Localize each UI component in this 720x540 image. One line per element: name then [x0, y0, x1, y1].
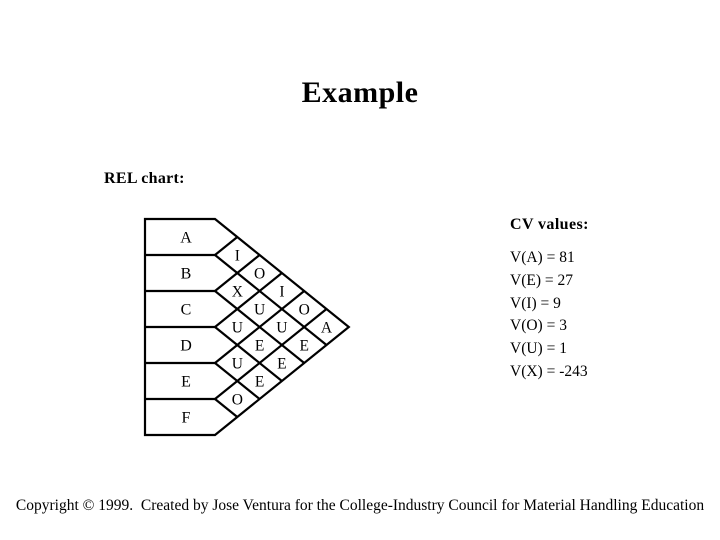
rel-value-a-d: I: [279, 284, 284, 301]
cv-value-item-5: V(X) = -243: [510, 362, 588, 380]
department-label-e: E: [181, 374, 191, 391]
department-label-f: F: [182, 410, 191, 427]
rel-value-d-e: U: [232, 356, 243, 373]
department-label-c: C: [181, 302, 192, 319]
lattice-diagonal-up: [214, 236, 238, 256]
cv-value-item-4: V(U) = 1: [510, 340, 567, 358]
cv-values-list: V(A) = 81 V(E) = 27 V(I) = 9 V(O) = 3 V(U) =…: [510, 247, 589, 384]
rel-value-b-e: U: [276, 320, 287, 337]
rel-value-c-d: U: [232, 320, 243, 337]
rel-value-a-f: A: [321, 320, 333, 337]
cv-value-item-3: V(O) = 3: [510, 317, 567, 335]
rel-value-b-c: X: [232, 284, 243, 301]
department-label-b: B: [181, 266, 192, 283]
lattice-diagonal-up: [214, 308, 328, 400]
lattice-diagonal-down: [214, 254, 328, 346]
lattice-diagonal-up: [214, 254, 261, 292]
rel-chart-heading: REL chart:: [104, 170, 185, 187]
cv-values-heading: CV values:: [510, 216, 589, 233]
rel-value-e-f: O: [232, 392, 243, 409]
rel-value-a-b: I: [235, 248, 240, 265]
department-label-a: A: [180, 230, 192, 247]
lattice-diagonal-up: [214, 272, 283, 328]
rel-value-c-e: E: [255, 338, 264, 355]
rel-value-b-d: U: [254, 302, 265, 319]
lattice-diagonal-up: [214, 290, 305, 364]
cv-value-item-1: V(E) = 27: [510, 271, 573, 289]
rel-value-d-f: E: [255, 374, 264, 391]
rel-value-c-f: E: [277, 356, 286, 373]
cv-values-block: CV values: V(A) = 81 V(E) = 27 V(I) = 9 V(O…: [510, 216, 589, 384]
slide-title: Example: [301, 76, 419, 109]
rel-value-a-c: O: [254, 266, 265, 283]
lattice-diagonal-down: [214, 398, 238, 418]
cv-value-item-0: V(A) = 81: [510, 249, 575, 266]
copyright-footer: Copyright © 1999. Created by Jose Ventur…: [15, 497, 705, 514]
rel-value-b-f: E: [299, 338, 308, 355]
lattice-diagonal-down: [214, 326, 283, 382]
rel-value-a-e: O: [299, 302, 310, 319]
cv-value-item-2: V(I) = 9: [510, 294, 561, 312]
department-label-d: D: [180, 338, 192, 355]
